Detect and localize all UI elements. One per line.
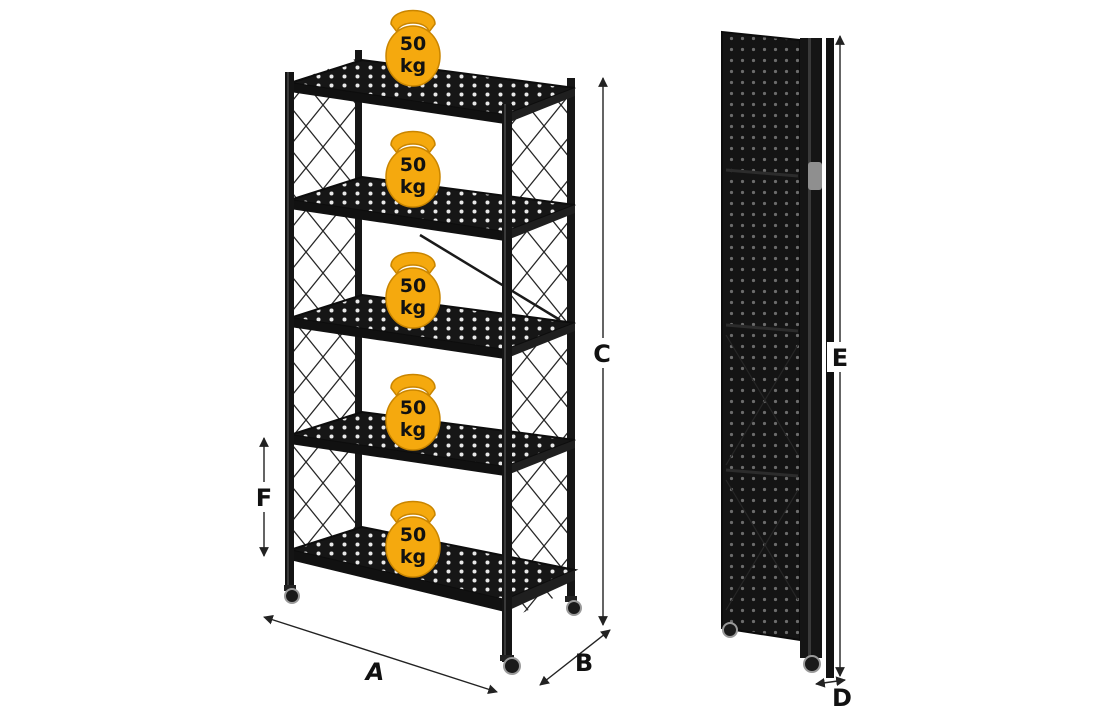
dimension-label-d: D xyxy=(832,684,852,712)
load-unit: kg xyxy=(400,297,426,319)
load-unit: kg xyxy=(400,55,426,77)
front-right-post xyxy=(502,104,512,662)
caster-wheel-back-right xyxy=(565,596,582,616)
caster-wheel-front-right xyxy=(500,655,521,675)
load-weight: 50 xyxy=(400,524,426,546)
load-unit: kg xyxy=(400,419,426,441)
dimension-labels: A B C D E F xyxy=(251,338,853,712)
load-weight: 50 xyxy=(400,154,426,176)
dimension-label-e: E xyxy=(832,344,848,372)
load-badge: 50 kg xyxy=(385,373,441,451)
dimension-label-f: F xyxy=(256,484,272,512)
load-unit: kg xyxy=(400,546,426,568)
load-weight: 50 xyxy=(400,275,426,297)
load-weight: 50 xyxy=(400,33,426,55)
dimension-line-d xyxy=(815,676,846,688)
dimension-label-c: C xyxy=(593,340,611,368)
kettlebell-icon xyxy=(385,500,441,578)
folded-caster-wheel-left xyxy=(722,622,738,638)
load-unit: kg xyxy=(400,176,426,198)
dimension-label-b: B xyxy=(575,649,593,677)
front-left-post xyxy=(285,72,294,590)
dimension-line-a xyxy=(263,615,498,694)
load-badge: 50 kg xyxy=(385,9,441,87)
dimension-label-a: A xyxy=(364,658,385,686)
load-badge: 50 kg xyxy=(385,500,441,578)
folding-hinge xyxy=(808,162,822,190)
load-badge: 50 kg xyxy=(385,130,441,208)
kettlebell-icon xyxy=(385,373,441,451)
load-badge: 50 kg xyxy=(385,251,441,329)
load-badges: 50 kg 50 kg 50 kg 50 kg xyxy=(385,9,441,578)
folded-shelf-unit xyxy=(721,30,834,678)
kettlebell-icon xyxy=(385,251,441,329)
back-cross-brace xyxy=(419,233,561,322)
back-right-post xyxy=(567,78,575,598)
load-weight: 50 xyxy=(400,397,426,419)
kettlebell-icon xyxy=(385,9,441,87)
folded-caster-wheel-right xyxy=(803,655,821,673)
kettlebell-icon xyxy=(385,130,441,208)
dimension-line-b xyxy=(539,629,611,686)
caster-wheel-front-left xyxy=(284,585,300,604)
shelf-tier-1 xyxy=(289,58,576,124)
